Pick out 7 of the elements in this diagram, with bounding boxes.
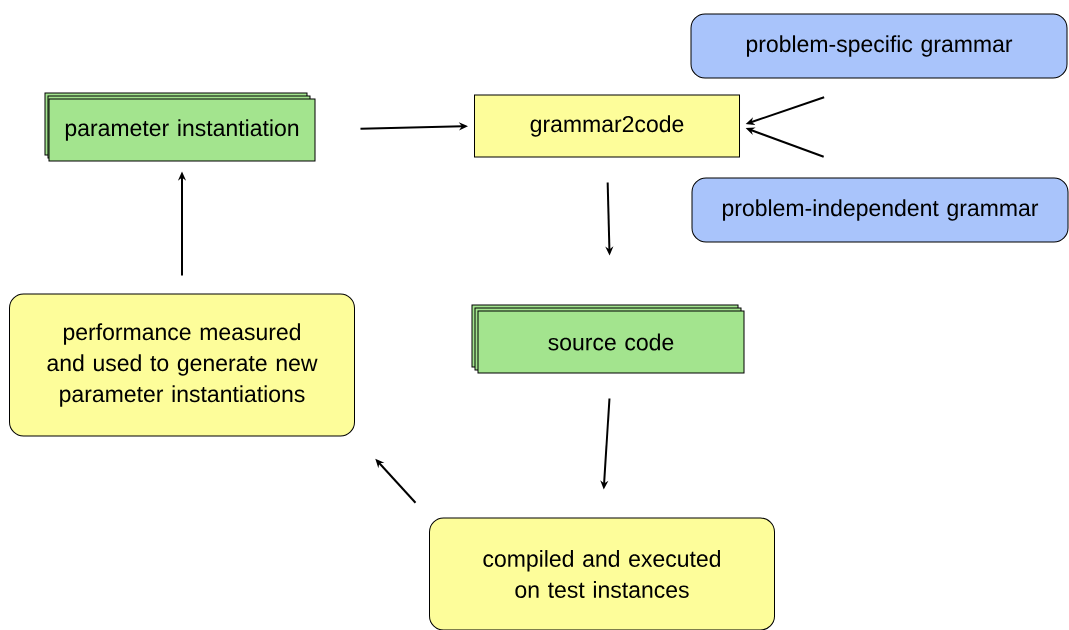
stacked-box: parameter instantiation	[44, 92, 316, 162]
rounded-box: problem-independent grammar	[691, 177, 1069, 243]
rounded-box: performance measured and used to generate new parameter instantiations	[9, 293, 355, 437]
rounded-box: compiled and executed on test instances	[429, 517, 775, 630]
rounded-box: problem-specific grammar	[690, 13, 1068, 79]
process-box: grammar2code	[474, 94, 740, 158]
stacked-box: source code	[471, 304, 745, 374]
